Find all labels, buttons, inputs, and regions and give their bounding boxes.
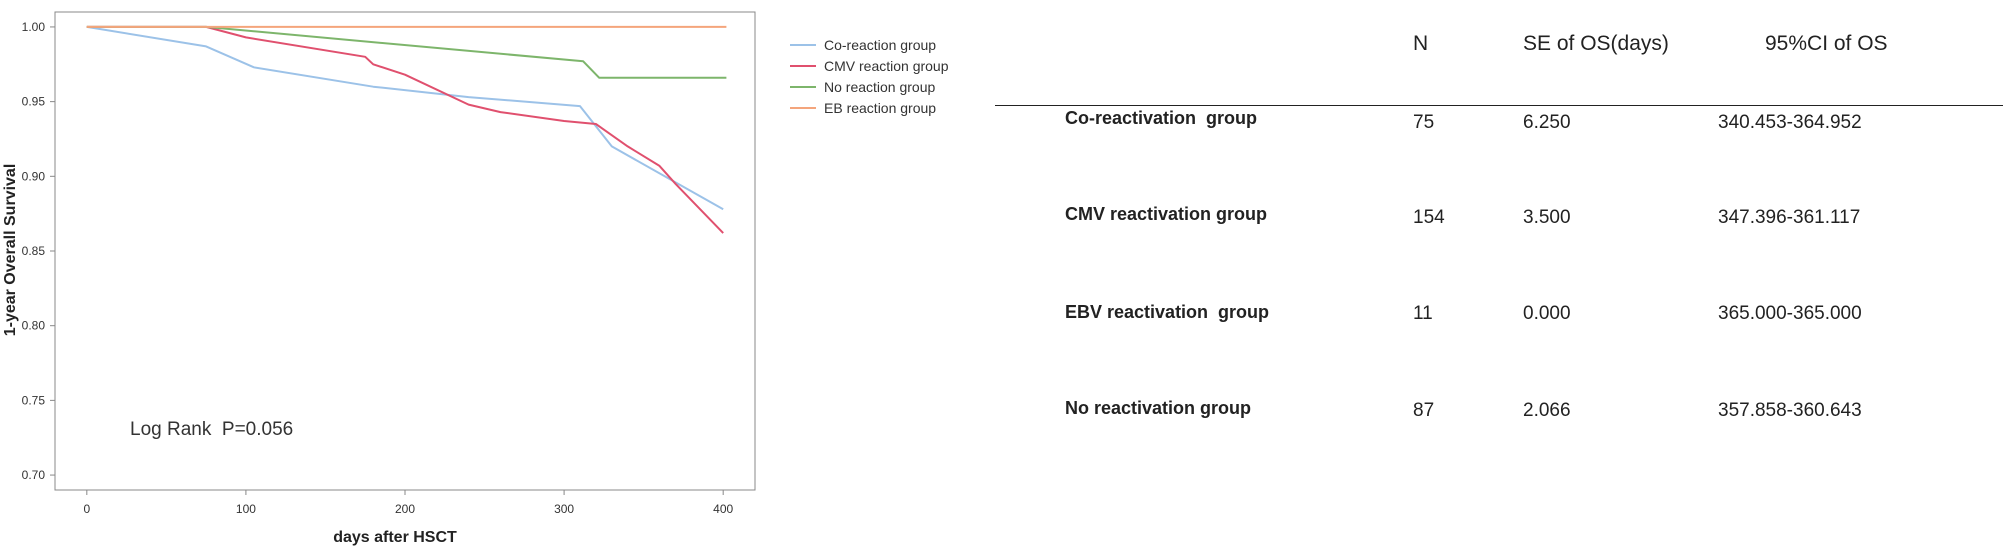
km-chart: 0.70 0.75 0.80 0.85 0.90 0.95 1.00 0 100 200 300 4…	[0, 0, 960, 555]
row-n: 154	[1413, 207, 1445, 228]
header-n: N	[1413, 32, 1429, 55]
row-ci: 347.396-361.117	[1718, 207, 1861, 228]
y-axis-ticks: 0.70 0.75 0.80 0.85 0.90 0.95 1.00	[22, 20, 55, 482]
x-tick-label: 400	[713, 502, 733, 516]
log-rank-annotation: Log Rank P=0.056	[130, 419, 293, 440]
row-n: 75	[1413, 112, 1435, 133]
y-tick-label: 1.00	[22, 20, 46, 34]
y-tick-label: 0.85	[22, 244, 46, 258]
y-tick-label: 0.75	[22, 393, 46, 407]
row-ci: 340.453-364.952	[1718, 112, 1862, 133]
y-axis-title: 1-year Overall Survival	[2, 164, 19, 337]
series-line-2	[86, 25, 724, 234]
row-se: 2.066	[1523, 400, 1571, 421]
row-n: 87	[1413, 400, 1435, 421]
x-tick-label: 0	[83, 502, 90, 516]
survival-table: N SE of OS(days) 95%CI of OS Co-reactiva…	[995, 0, 2008, 555]
row-name: No reactivation group	[1065, 398, 1252, 418]
legend-label: CMV reaction group	[824, 58, 949, 74]
row-se: 3.500	[1523, 207, 1571, 228]
x-axis-ticks: 0 100 200 300 400	[83, 490, 734, 516]
row-n: 11	[1413, 303, 1433, 324]
table-header-rule	[995, 105, 2003, 106]
legend-label: Co-reaction group	[824, 37, 936, 53]
row-name: Co-reactivation group	[1065, 108, 1258, 128]
series-lines	[86, 25, 727, 234]
y-tick-label: 0.90	[22, 169, 46, 183]
y-tick-label: 0.80	[22, 319, 46, 333]
plot-frame	[54, 11, 756, 491]
row-se: 0.000	[1523, 303, 1571, 324]
header-ci: 95%CI of OS	[1765, 32, 1888, 55]
series-line-1	[86, 25, 724, 211]
y-tick-label: 0.95	[22, 95, 46, 109]
legend-label: EB reaction group	[824, 100, 936, 116]
km-chart-svg: 0.70 0.75 0.80 0.85 0.90 0.95 1.00 0 100 200 300 4…	[2, 11, 949, 546]
row-ci: 357.858-360.643	[1718, 400, 1862, 421]
y-tick-label: 0.70	[22, 468, 46, 482]
row-name: CMV reactivation group	[1065, 204, 1268, 224]
x-tick-label: 300	[554, 502, 574, 516]
x-tick-label: 200	[395, 502, 415, 516]
row-se: 6.250	[1523, 112, 1571, 133]
legend-label: No reaction group	[824, 79, 936, 95]
row-ci: 365.000-365.000	[1718, 303, 1862, 324]
x-axis-title: days after HSCT	[333, 529, 457, 546]
x-tick-label: 100	[236, 502, 256, 516]
header-se: SE of OS(days)	[1523, 32, 1669, 55]
row-name: EBV reactivation group	[1065, 302, 1270, 322]
